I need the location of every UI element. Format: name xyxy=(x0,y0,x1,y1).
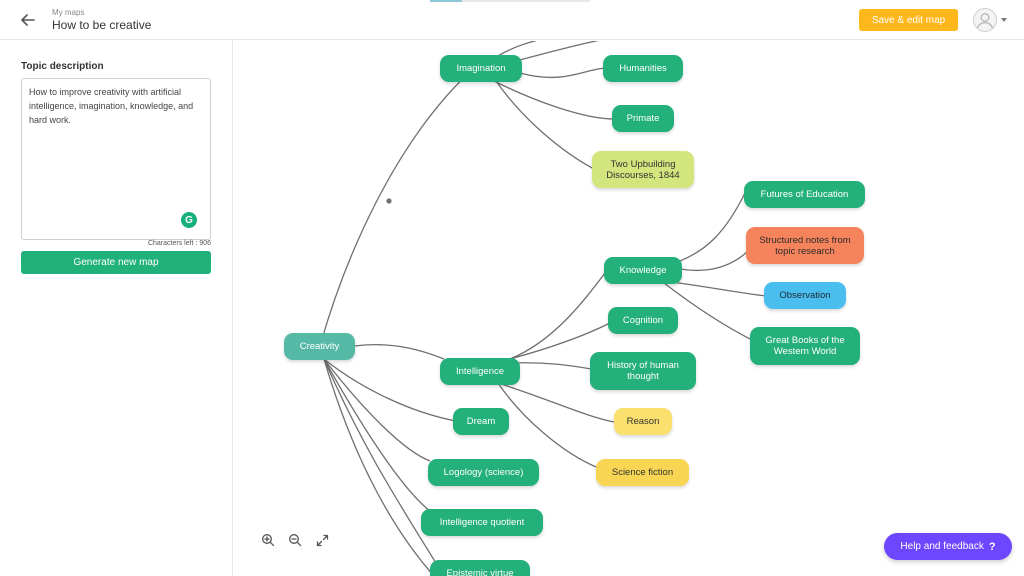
node-futures-of-education[interactable]: Futures of Education xyxy=(744,181,865,208)
user-icon xyxy=(976,13,994,29)
node-epistemic-virtue[interactable]: Epistemic virtue xyxy=(430,560,530,576)
node-imagination[interactable]: Imagination xyxy=(440,55,522,82)
progress-fill xyxy=(430,0,462,2)
node-primate[interactable]: Primate xyxy=(612,105,674,132)
node-reason[interactable]: Reason xyxy=(614,408,672,435)
save-edit-map-button[interactable]: Save & edit map xyxy=(859,9,958,31)
zoom-out-icon[interactable] xyxy=(286,531,304,549)
node-great-books[interactable]: Great Books of the Western World xyxy=(750,327,860,365)
node-logology-science[interactable]: Logology (science) xyxy=(428,459,539,486)
expand-icon[interactable] xyxy=(313,531,331,549)
node-intelligence[interactable]: Intelligence xyxy=(440,358,520,385)
question-mark-icon: ? xyxy=(988,540,996,553)
generate-new-map-button[interactable]: Generate new map xyxy=(21,251,211,274)
characters-left: Characters left : 906 xyxy=(21,240,211,247)
topic-description-label: Topic description xyxy=(21,61,104,72)
characters-left-value: 906 xyxy=(199,240,211,247)
edge-handle[interactable] xyxy=(386,198,392,204)
node-cognition[interactable]: Cognition xyxy=(608,307,678,334)
node-creativity[interactable]: Creativity xyxy=(284,333,355,360)
node-science-fiction[interactable]: Science fiction xyxy=(596,459,689,486)
node-observation[interactable]: Observation xyxy=(764,282,846,309)
node-dream[interactable]: Dream xyxy=(453,408,509,435)
page-title: How to be creative xyxy=(52,18,152,32)
account-menu[interactable] xyxy=(973,8,1013,32)
avatar[interactable] xyxy=(973,8,997,32)
zoom-in-icon[interactable] xyxy=(259,531,277,549)
breadcrumb[interactable]: My maps xyxy=(52,8,85,17)
node-humanities[interactable]: Humanities xyxy=(603,55,683,82)
chevron-down-icon[interactable] xyxy=(1001,18,1007,22)
node-two-upbuilding-discourses[interactable]: Two Upbuilding Discourses, 1844 xyxy=(592,151,694,188)
help-and-feedback-label: Help and feedback xyxy=(900,541,984,552)
node-structured-notes[interactable]: Structured notes from topic research xyxy=(746,227,864,264)
topic-sidebar: Topic description How to improve creativ… xyxy=(0,40,233,576)
node-knowledge[interactable]: Knowledge xyxy=(604,257,682,284)
topic-description-input[interactable]: How to improve creativity with artificia… xyxy=(21,78,211,240)
map-edges xyxy=(319,41,767,576)
progress-bar xyxy=(430,0,590,2)
node-history-of-human-thought[interactable]: History of human thought xyxy=(590,352,696,390)
node-intelligence-quotient[interactable]: Intelligence quotient xyxy=(421,509,543,536)
back-arrow-icon[interactable] xyxy=(17,9,39,31)
help-and-feedback-button[interactable]: Help and feedback ? xyxy=(884,533,1012,560)
grammarly-icon[interactable]: G xyxy=(181,212,197,228)
characters-left-label: Characters left : xyxy=(147,240,200,247)
mind-map-canvas[interactable]: Creativity Imagination Humanities Primat… xyxy=(234,41,1024,576)
top-bar: My maps How to be creative Save & edit m… xyxy=(0,0,1024,40)
